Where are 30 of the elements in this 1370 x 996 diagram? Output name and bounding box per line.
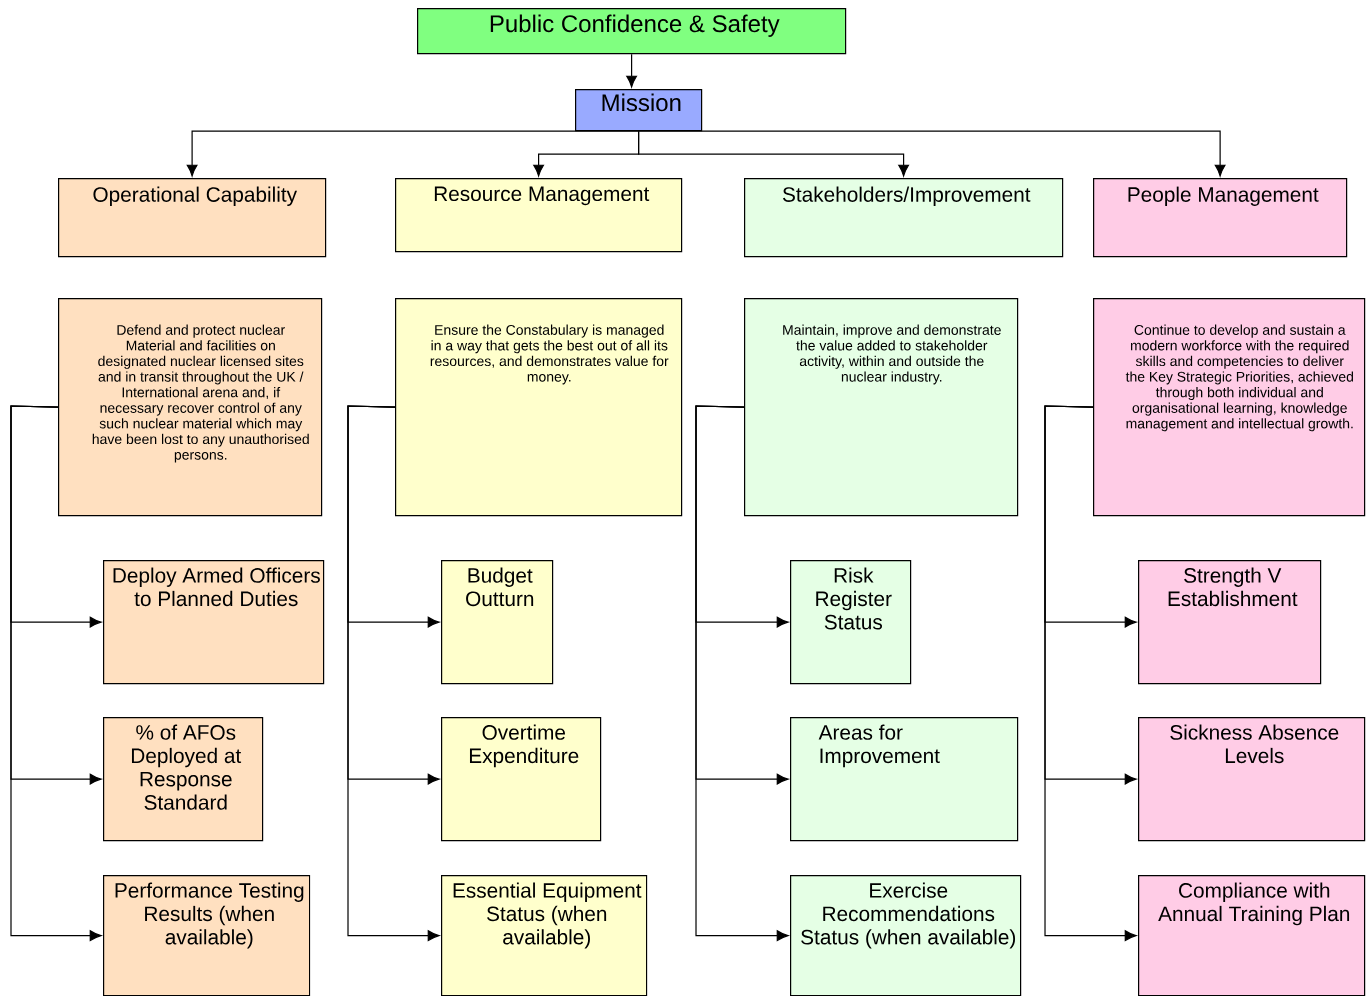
description-box: Maintain, improve and demonstrate the value added to stakeholder activity, within and outside the nuclear industry. <box>744 298 1019 517</box>
category-box: Stakeholders/Improvement <box>744 178 1064 258</box>
measure-box: Strength V Establishment <box>1138 560 1322 685</box>
category-box: Resource Management <box>395 178 683 253</box>
measure-box: Deploy Armed Officers to Planned Duties <box>103 560 325 685</box>
arrow <box>10 405 102 942</box>
arrow <box>186 130 640 177</box>
category-box: People Management <box>1093 178 1348 258</box>
title-box: Public Confidence & Safety <box>417 8 847 55</box>
arrow <box>695 405 789 942</box>
measure-box: Areas for Improvement <box>790 717 1019 842</box>
arrow <box>626 53 638 88</box>
mission-box: Mission <box>575 89 703 132</box>
description-box: Ensure the Constabulary is managed in a way that gets the best out of all its resources, and demonstrates value for money. <box>395 298 683 517</box>
arrow <box>638 130 1226 177</box>
measure-box: Performance Testing Results (when available) <box>103 875 311 996</box>
measure-box: Exercise Recommendations Status (when available) <box>790 875 1022 996</box>
measure-box: Compliance with Annual Training Plan <box>1138 875 1366 996</box>
category-box: Operational Capability <box>58 178 327 258</box>
measure-box: Risk Register Status <box>790 560 912 685</box>
description-box: Defend and protect nuclear Material and facilities on designated nuclear licensed sites and in transit throughout the UK / International arena and, if necessary recover control of any such nuclear material which may have been lost to any unauthorised persons. <box>58 298 323 517</box>
arrow <box>1044 405 1137 942</box>
measure-box: Budget Outturn <box>441 560 554 685</box>
measure-box: Sickness Absence Levels <box>1138 717 1366 842</box>
measure-box: Overtime Expenditure <box>441 717 602 842</box>
measure-box: % of AFOs Deployed at Response Standard <box>103 717 264 842</box>
measure-box: Essential Equipment Status (when available) <box>441 875 648 996</box>
description-box: Continue to develop and sustain a modern workforce with the required skills and competencies to deliver the Key Strategic Priorities, achieved through both individual and organisational learning, knowledge management and intellectual growth. <box>1093 298 1366 517</box>
arrow <box>347 405 440 942</box>
arrow <box>638 130 910 177</box>
